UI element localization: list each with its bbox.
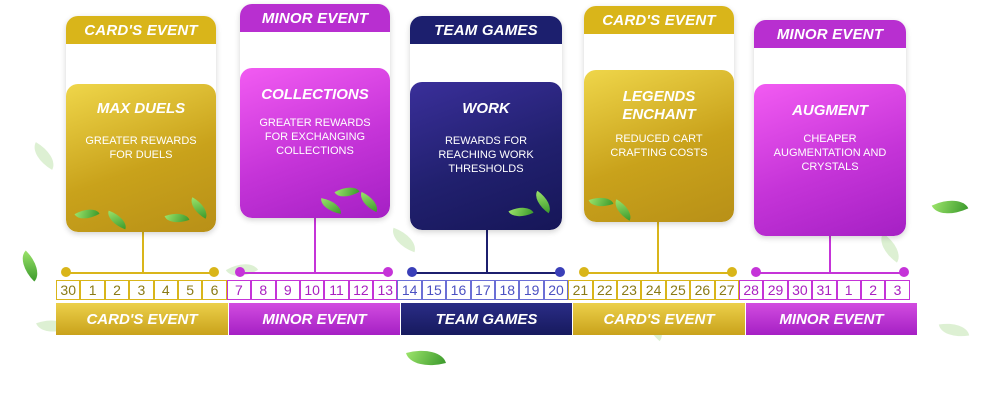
event-band-team-games[interactable]: TEAM GAMES (401, 303, 572, 335)
connector-dot (751, 267, 761, 277)
connector-dot (727, 267, 737, 277)
calendar-day-cell[interactable]: 12 (348, 280, 374, 300)
card-front: LEGENDS ENCHANT REDUCED CART CRAFTING CO… (584, 70, 734, 222)
connector-line (486, 230, 488, 272)
connector-dot (235, 267, 245, 277)
calendar-day-cell[interactable]: 13 (373, 280, 398, 300)
leaves-decoration (584, 178, 734, 222)
calendar-day-cell[interactable]: 19 (519, 280, 544, 300)
calendar-day-cell[interactable]: 9 (275, 280, 300, 300)
event-band-minor-event[interactable]: MINOR EVENT (229, 303, 400, 335)
card-tab-label: CARD'S EVENT (584, 6, 734, 34)
connector-line (412, 272, 560, 274)
connector-line (314, 218, 316, 272)
event-card-max-duels[interactable]: CARD'S EVENT MAX DUELS GREATER REWARDS F… (66, 16, 216, 232)
card-description: GREATER REWARDS FOR EXCHANGING COLLECTIO… (259, 117, 371, 157)
calendar-day-cell[interactable]: 1 (80, 280, 105, 300)
calendar-day-cell[interactable]: 18 (495, 280, 520, 300)
calendar-day-cell[interactable]: 21 (568, 280, 593, 300)
event-band-minor-event[interactable]: MINOR EVENT (746, 303, 917, 335)
card-tab-label: MINOR EVENT (240, 4, 390, 32)
calendar-day-cell[interactable]: 2 (860, 280, 886, 300)
calendar-day-cell[interactable]: 30 (787, 280, 813, 300)
calendar-day-cell[interactable]: 4 (153, 280, 178, 300)
leaf-decoration (388, 227, 420, 253)
calendar-day-cell[interactable]: 31 (812, 280, 837, 300)
connector-line (756, 272, 904, 274)
card-description: CHEAPER AUGMENTATION AND CRYSTALS (773, 133, 887, 173)
calendar-day-cell[interactable]: 17 (470, 280, 496, 300)
card-description: REWARDS FOR REACHING WORK THRESHOLDS (438, 135, 534, 175)
connector-dot (899, 267, 909, 277)
connector-dot (555, 267, 565, 277)
card-title: MAX DUELS (96, 100, 186, 117)
calendar-day-cell[interactable]: 22 (592, 280, 617, 300)
calendar-day-cell[interactable]: 26 (690, 280, 715, 300)
card-tab-label: TEAM GAMES (410, 16, 562, 44)
calendar-day-cell[interactable]: 30 (56, 280, 81, 300)
calendar-day-cell[interactable]: 8 (251, 280, 276, 300)
connector-dot (383, 267, 393, 277)
calendar-day-cell[interactable]: 29 (763, 280, 788, 300)
card-tab-label: MINOR EVENT (754, 20, 906, 48)
connector-dot (579, 267, 589, 277)
leaves-decoration (240, 174, 390, 218)
connector-line (829, 236, 831, 272)
calendar-day-cell[interactable]: 10 (299, 280, 325, 300)
leaf-decoration (406, 343, 446, 373)
calendar-day-cell[interactable]: 2 (104, 280, 130, 300)
connector-line (142, 232, 144, 272)
calendar-day-cell[interactable]: 11 (324, 280, 349, 300)
leaf-decoration (938, 319, 970, 341)
card-title: LEGENDS ENCHANT (622, 88, 696, 123)
calendar-day-cell[interactable]: 5 (177, 280, 203, 300)
connector-line (657, 222, 659, 272)
leaf-decoration (931, 192, 969, 222)
calendar-day-cell[interactable]: 3 (129, 280, 154, 300)
leaves-decoration (66, 188, 216, 232)
leaf-decoration (14, 250, 46, 282)
card-description: GREATER REWARDS FOR DUELS (85, 135, 197, 161)
calendar-day-cell[interactable]: 25 (665, 280, 691, 300)
event-card-augment[interactable]: MINOR EVENT AUGMENT CHEAPER AUGMENTATION… (754, 20, 906, 236)
calendar-day-cell[interactable]: 27 (714, 280, 739, 300)
card-tab-label: CARD'S EVENT (66, 16, 216, 44)
connector-dot (407, 267, 417, 277)
card-description: REDUCED CART CRAFTING COSTS (610, 133, 708, 159)
card-front: AUGMENT CHEAPER AUGMENTATION AND CRYSTAL… (754, 84, 906, 236)
calendar-day-cell[interactable]: 1 (836, 280, 861, 300)
calendar-day-cell[interactable]: 7 (226, 280, 252, 300)
calendar-day-cell[interactable]: 3 (885, 280, 910, 300)
event-band-cards-event[interactable]: CARD'S EVENT (573, 303, 745, 335)
event-card-collections[interactable]: MINOR EVENT COLLECTIONS GREATER REWARDS … (240, 4, 390, 218)
card-title: COLLECTIONS (261, 86, 369, 103)
event-card-work[interactable]: TEAM GAMES WORK REWARDS FOR REACHING WOR… (410, 16, 562, 230)
event-band-cards-event[interactable]: CARD'S EVENT (56, 303, 228, 335)
connector-line (584, 272, 732, 274)
connector-dot (209, 267, 219, 277)
calendar-day-cell[interactable]: 23 (616, 280, 642, 300)
connector-line (66, 272, 214, 274)
calendar-day-cell[interactable]: 28 (738, 280, 764, 300)
calendar-day-cell[interactable]: 14 (397, 280, 422, 300)
leaves-decoration (410, 186, 562, 230)
card-front: COLLECTIONS GREATER REWARDS FOR EXCHANGI… (240, 68, 390, 218)
card-title: AUGMENT (792, 102, 868, 119)
calendar-day-cell[interactable]: 16 (446, 280, 471, 300)
connector-dot (61, 267, 71, 277)
calendar-day-cell[interactable]: 24 (641, 280, 666, 300)
connector-line (240, 272, 388, 274)
calendar-day-cell[interactable]: 6 (202, 280, 227, 300)
card-title: WORK (462, 100, 510, 117)
leaf-decoration (27, 142, 61, 170)
leaf-decoration (873, 233, 907, 263)
card-front: WORK REWARDS FOR REACHING WORK THRESHOLD… (410, 82, 562, 230)
calendar-day-cell[interactable]: 20 (543, 280, 569, 300)
event-card-legends-enchant[interactable]: CARD'S EVENT LEGENDS ENCHANT REDUCED CAR… (584, 6, 734, 222)
card-front: MAX DUELS GREATER REWARDS FOR DUELS (66, 84, 216, 232)
calendar-day-cell[interactable]: 15 (421, 280, 447, 300)
